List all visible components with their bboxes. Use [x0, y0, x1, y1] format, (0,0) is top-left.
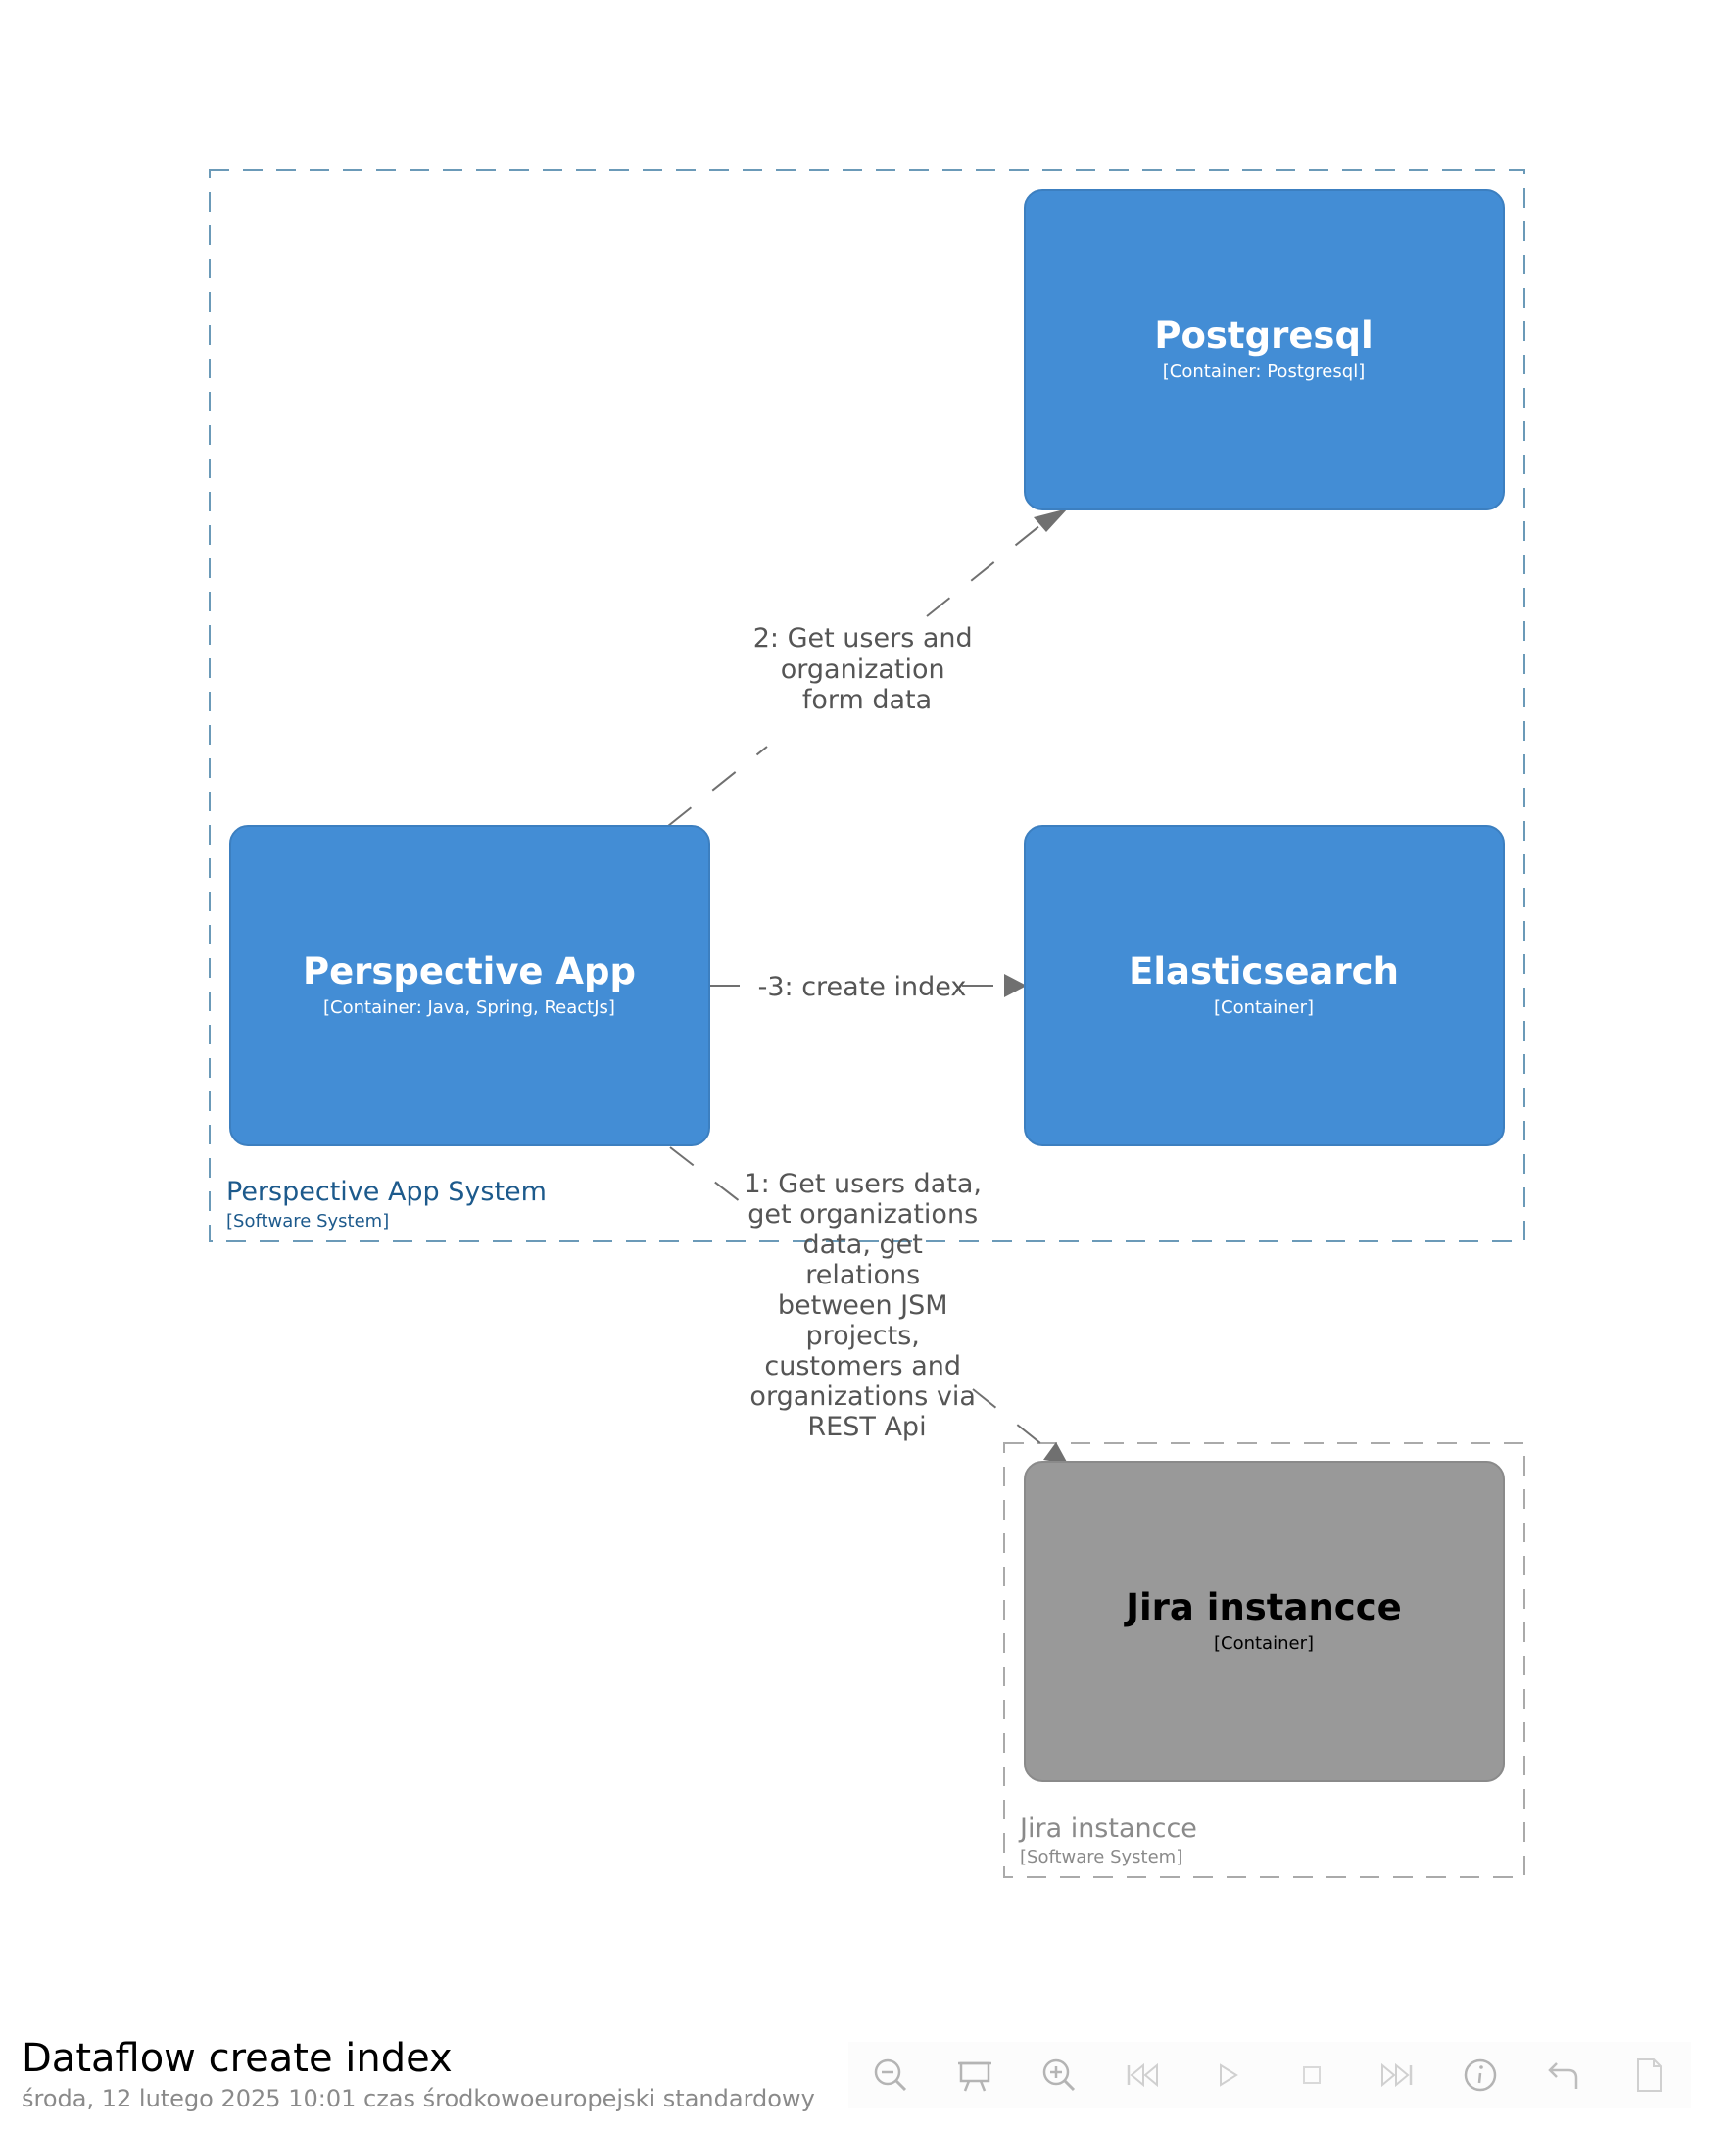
boundary-type: [Software System] [226, 1211, 389, 1232]
arrowhead-icon [1034, 508, 1068, 532]
skip-forward-button[interactable] [1354, 2042, 1438, 2108]
relationship-app-to-postgresql[interactable]: 2: Get users and organization form data [667, 508, 1068, 827]
container-type: [Container: Java, Spring, ReactJs] [323, 997, 615, 1018]
container-name: Postgresql [1154, 315, 1373, 357]
boundary-name: Jira instancce [1018, 1814, 1197, 1844]
zoom-out-icon [874, 2058, 907, 2092]
diagram-timestamp: środa, 12 lutego 2025 10:01 czas środkow… [22, 2085, 815, 2112]
relationship-app-to-elasticsearch[interactable]: -3: create index [708, 972, 1027, 1002]
info-icon [1464, 2058, 1497, 2092]
skip-back-button[interactable] [1101, 2042, 1185, 2108]
zoom-out-button[interactable] [848, 2042, 933, 2108]
boundary-type: [Software System] [1020, 1847, 1182, 1867]
diagram-title: Dataflow create index [22, 2036, 453, 2081]
undo-button[interactable] [1522, 2042, 1607, 2108]
boundary-jira-system[interactable]: Jira instancce [Software System] [1003, 1442, 1525, 1878]
info-button[interactable] [1438, 2042, 1522, 2108]
arrowhead-icon [1043, 1442, 1068, 1464]
presentation-icon [958, 2061, 991, 2092]
play-icon [1220, 2063, 1238, 2087]
container-postgresql[interactable]: Postgresql [Container: Postgresql] [1024, 189, 1505, 510]
relationship-label: 2: Get users and organization form data [753, 623, 982, 715]
relationship-app-to-jira[interactable]: 1: Get users data, get organizations dat… [669, 1146, 1068, 1464]
undo-icon [1548, 2062, 1578, 2089]
container-type: [Container: Postgresql] [1163, 362, 1365, 382]
presentation-button[interactable] [933, 2042, 1017, 2108]
png-export-icon [1637, 2058, 1662, 2092]
zoom-in-icon [1042, 2058, 1076, 2092]
container-perspective-app[interactable]: Perspective App [Container: Java, Spring… [229, 825, 710, 1146]
container-jira-instance[interactable]: Jira instancce [Container] [1024, 1461, 1505, 1782]
skip-forward-icon [1381, 2062, 1413, 2088]
play-button[interactable] [1185, 2042, 1270, 2108]
relationship-label: 1: Get users data, get organizations dat… [744, 1169, 989, 1442]
container-type: [Container] [1214, 997, 1314, 1018]
toolbar [848, 2042, 1705, 2108]
container-name: Jira instancce [1123, 1586, 1402, 1628]
stop-button[interactable] [1270, 2042, 1354, 2108]
relationship-label: -3: create index [758, 972, 967, 1002]
skip-back-icon [1127, 2062, 1158, 2088]
container-name: Perspective App [303, 950, 636, 992]
container-name: Elasticsearch [1129, 950, 1399, 992]
boundary-name: Perspective App System [226, 1177, 547, 1207]
container-elasticsearch[interactable]: Elasticsearch [Container] [1024, 825, 1505, 1146]
zoom-in-button[interactable] [1017, 2042, 1101, 2108]
png-export-button[interactable] [1607, 2042, 1691, 2108]
stop-icon [1303, 2066, 1321, 2084]
container-type: [Container] [1214, 1633, 1314, 1654]
arrowhead-icon [1004, 974, 1027, 997]
boundary-perspective-app-system[interactable]: Perspective App System [Software System] [209, 169, 1525, 1242]
